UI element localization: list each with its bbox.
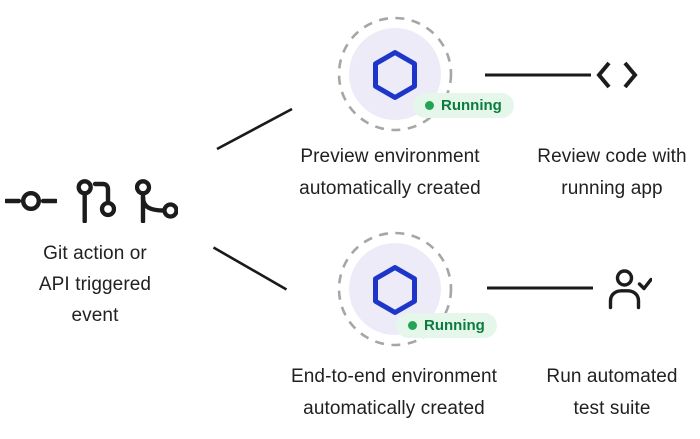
caption-line: automatically created — [303, 398, 485, 419]
status-badge: Running — [396, 313, 497, 338]
diagonal-line-top — [216, 107, 293, 151]
caption-line: Review code with — [537, 146, 687, 167]
preview-environment-node: Running — [330, 10, 514, 140]
status-label: Running — [424, 317, 485, 334]
status-label: Running — [441, 97, 502, 114]
environment-hexagon-icon — [337, 231, 453, 347]
diagonal-line-bottom — [212, 246, 288, 291]
caption-line: automatically created — [299, 178, 481, 199]
caption-line: Git action or — [43, 243, 147, 264]
caption-line: test suite — [573, 398, 651, 419]
trigger-caption: Git action or API triggered event — [0, 238, 190, 331]
review-code-caption: Review code with running app — [517, 141, 700, 205]
caption-line: API triggered — [38, 274, 152, 295]
git-branch-icon — [135, 179, 178, 223]
code-icon — [596, 61, 638, 89]
caption-line: Run automated — [546, 366, 678, 387]
status-dot-icon — [408, 321, 417, 330]
e2e-environment-node: Running — [330, 225, 497, 355]
e2e-node-caption: End-to-end environment automatically cre… — [268, 361, 520, 425]
caption-line: event — [71, 305, 119, 326]
git-pull-request-icon — [76, 179, 116, 223]
environment-hexagon-icon — [337, 16, 453, 132]
caption-line: End-to-end environment — [290, 366, 498, 387]
status-dot-icon — [425, 101, 434, 110]
status-badge: Running — [413, 93, 514, 118]
run-tests-caption: Run automated test suite — [517, 361, 700, 425]
git-icons-group — [5, 179, 178, 223]
caption-line: Preview environment — [300, 146, 480, 167]
preview-node-caption: Preview environment automatically create… — [280, 141, 500, 205]
user-check-icon — [608, 269, 652, 310]
git-commit-icon — [5, 190, 57, 212]
caption-line: running app — [561, 178, 663, 199]
